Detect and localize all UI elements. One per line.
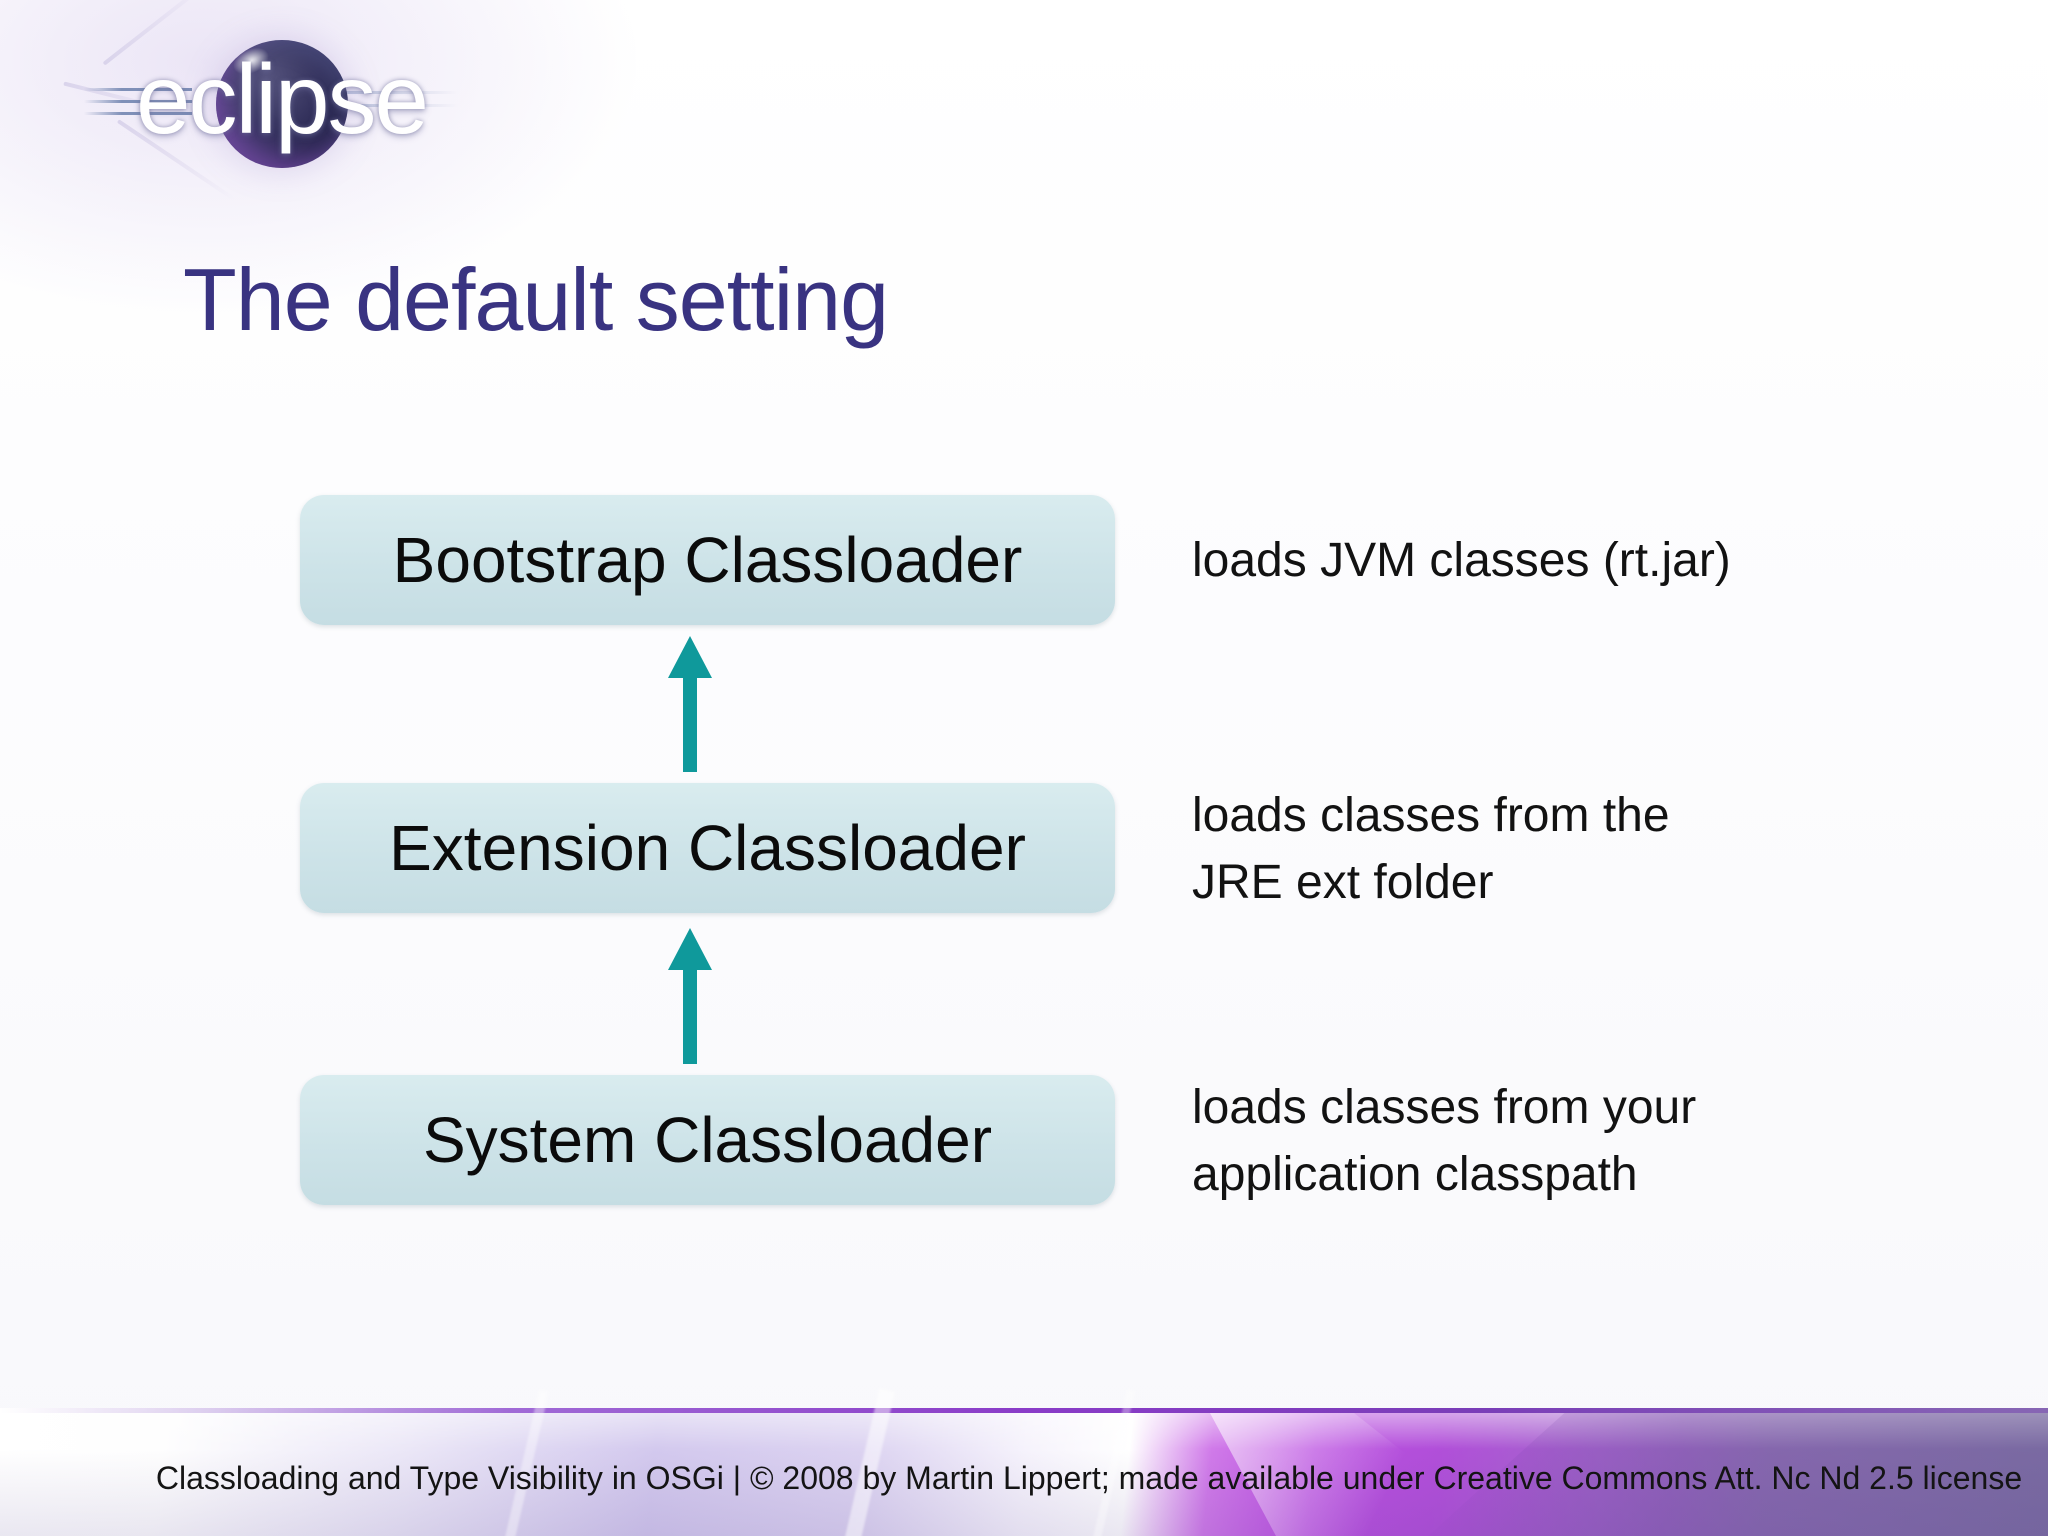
description-line: loads classes from the [1192, 789, 1670, 842]
system-description: loads classes from your application clas… [1192, 1074, 1992, 1208]
description-line: loads JVM classes (rt.jar) [1192, 534, 1731, 587]
box-label: System Classloader [422, 1104, 993, 1176]
logo-lines-left [84, 112, 192, 115]
description-line: JRE ext folder [1192, 856, 1494, 909]
eclipse-logo: eclipse [60, 0, 490, 201]
description-line: application classpath [1192, 1148, 1638, 1201]
extension-description: loads classes from the JRE ext folder [1192, 782, 1992, 916]
logo-lines-left [84, 100, 192, 103]
page-title: The default setting [183, 250, 889, 349]
eclipse-sphere-icon [216, 40, 348, 168]
bootstrap-description: loads JVM classes (rt.jar) [1192, 527, 1992, 594]
box-label: Extension Classloader [389, 812, 1026, 884]
logo-lines-right [288, 104, 458, 107]
arrow-up-icon [668, 928, 712, 1064]
arrow-up-icon [668, 636, 712, 772]
footer-bar: Classloading and Type Visibility in OSGi… [0, 1388, 2048, 1536]
logo-wordmark: eclipse [136, 44, 429, 154]
footer-text: Classloading and Type Visibility in OSGi… [155, 1460, 2023, 1496]
logo-lines-left [84, 88, 192, 91]
box-label: Bootstrap Classloader [392, 524, 1023, 596]
description-line: loads classes from your [1192, 1081, 1697, 1134]
extension-classloader-box: Extension Classloader [300, 783, 1115, 913]
logo-lines-right [288, 91, 458, 94]
bootstrap-classloader-box: Bootstrap Classloader [300, 495, 1115, 625]
system-classloader-box: System Classloader [300, 1075, 1115, 1205]
